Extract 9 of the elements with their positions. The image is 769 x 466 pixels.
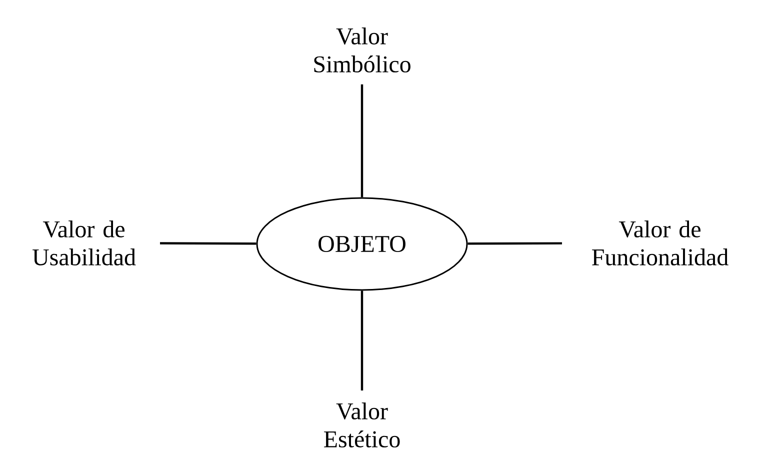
- connector-line: [160, 242, 256, 245]
- node-label: Valor Estético: [324, 402, 400, 448]
- connector-line: [360, 84, 364, 198]
- ellipse-node: OBJETO: [256, 197, 468, 291]
- node-label: Valor de Funcionalidad: [592, 220, 728, 266]
- node-label: Valor Simbólico: [314, 28, 410, 72]
- connector-line: [468, 242, 562, 245]
- connector-line: [360, 290, 364, 391]
- node-label: Valor de Usabilidad: [32, 220, 136, 266]
